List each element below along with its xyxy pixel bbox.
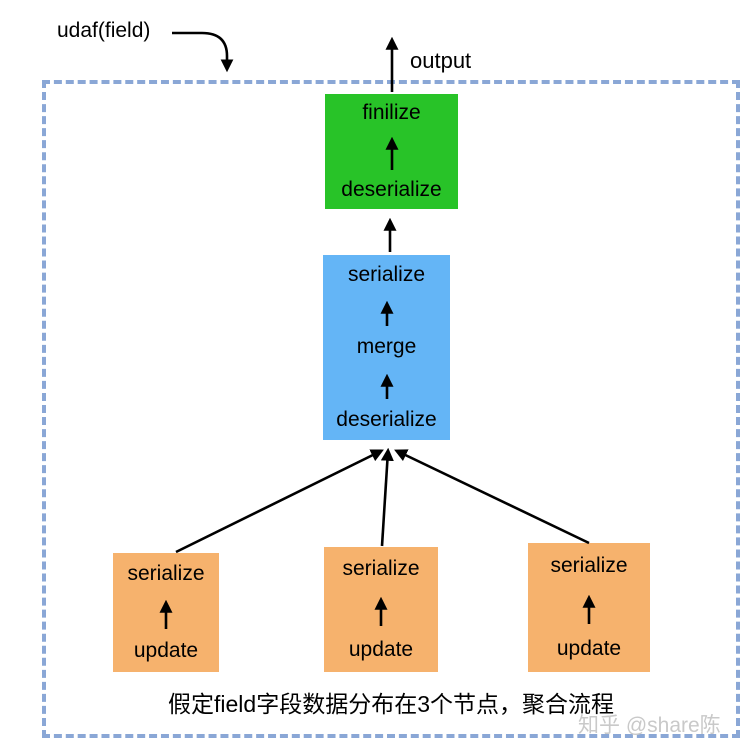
worker-node-top-label: serialize (127, 561, 205, 585)
udaf-arrow (172, 31, 234, 73)
up-arrow-icon (380, 373, 393, 399)
worker-node-top-label: serialize (342, 557, 420, 581)
up-arrow-icon (374, 597, 388, 627)
merge-node-top-label: serialize (347, 263, 426, 287)
up-arrow-icon (582, 595, 596, 625)
worker-node-top-label: serialize (550, 554, 628, 578)
worker-node-bottom-label: update (556, 636, 622, 660)
watermark: 知乎 @share陈 (578, 714, 721, 737)
merge-node-middle-label: merge (356, 335, 417, 359)
final-node-bottom-label: deserialize (341, 178, 442, 202)
worker-node-3: serialize update (528, 543, 650, 672)
merge-node-bottom-label: deserialize (336, 407, 437, 431)
worker-node-bottom-label: update (348, 637, 414, 661)
diagram-caption: 假定field字段数据分布在3个节点，聚合流程 (168, 691, 614, 717)
up-arrow-icon (159, 600, 173, 630)
merge-node: serialize merge deserialize (323, 255, 450, 440)
final-node-top-label: finilize (362, 100, 421, 124)
worker-node-bottom-label: update (133, 639, 199, 663)
worker-node-2: serialize update (324, 547, 438, 672)
up-arrow-icon (380, 301, 393, 327)
udaf-label: udaf(field) (57, 19, 151, 42)
worker-node-1: serialize update (113, 553, 219, 672)
output-label: output (410, 48, 472, 73)
final-node: finilize deserialize (325, 94, 458, 209)
up-arrow-icon (385, 137, 398, 171)
